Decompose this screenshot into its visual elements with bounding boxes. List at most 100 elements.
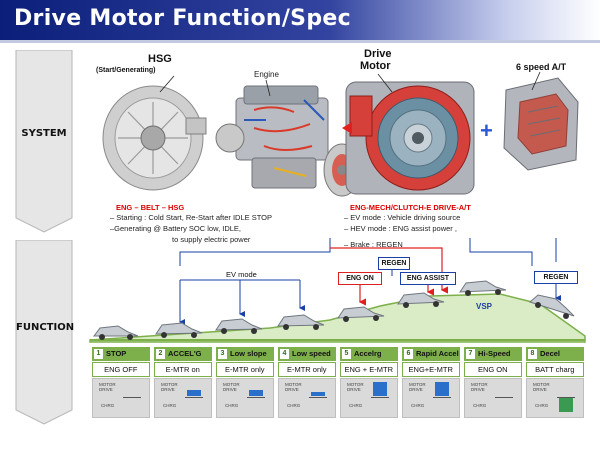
stage-number: 6 xyxy=(404,349,413,359)
stage-number: 3 xyxy=(218,349,227,359)
vsp-label: VSP xyxy=(476,302,493,311)
right-note-1: – EV mode : Vehicle driving source xyxy=(344,213,461,222)
car-stage-5 xyxy=(337,306,385,322)
gauge-zero-line xyxy=(123,397,141,398)
gauge-motor-drive-label: MOTOR DRIVE xyxy=(533,382,550,392)
car-stage-6 xyxy=(397,292,445,308)
gauge-charge-bar xyxy=(559,398,573,412)
car-stage-2 xyxy=(155,322,203,338)
hsg-illustration xyxy=(102,85,207,191)
gauge-chrg-label: CHRG xyxy=(535,403,549,408)
stage-name: Rapid Accel xyxy=(416,349,459,358)
stage-name: ACCEL'G xyxy=(168,349,202,358)
right-note-3: – Brake : REGEN xyxy=(344,240,403,249)
car-stage-4 xyxy=(277,314,325,330)
stage-4-gauge: MOTOR DRIVE CHRG xyxy=(278,378,336,418)
gauge-motor-drive-label: MOTOR DRIVE xyxy=(285,382,302,392)
stage-number: 4 xyxy=(280,349,289,359)
gauge-zero-line xyxy=(495,397,513,398)
gauge-zero-line xyxy=(433,397,451,398)
transmission-label: 6 speed A/T xyxy=(516,62,567,72)
stage-name: Decel xyxy=(540,349,561,358)
left-note-2: –Generating @ Battery SOC low, IDLE, xyxy=(110,224,242,233)
stage-7-mode: ENG ON xyxy=(464,362,522,377)
gauge-chrg-label: CHRG xyxy=(473,403,487,408)
stage-8-mode: BATT charg xyxy=(526,362,584,377)
transmission-illustration xyxy=(503,77,579,171)
gauge-motor-drive-label: MOTOR DRIVE xyxy=(99,382,116,392)
gauge-drive-bar xyxy=(249,390,263,396)
title-bar: Drive Motor Function/Spec xyxy=(0,0,600,40)
gauge-chrg-label: CHRG xyxy=(287,403,301,408)
stage-2-gauge: MOTOR DRIVE CHRG xyxy=(154,378,212,418)
car-stage-1 xyxy=(93,325,139,340)
title-underline xyxy=(0,40,600,43)
hsg-title: HSG xyxy=(148,53,172,65)
system-banner xyxy=(15,50,73,233)
gauge-chrg-label: CHRG xyxy=(163,403,177,408)
gauge-zero-line xyxy=(309,397,327,398)
drive-motor-illustration xyxy=(342,81,475,195)
stage-name: Low speed xyxy=(292,349,331,358)
right-heading: ENG-MECH/CLUTCH-E DRIVE-A/T xyxy=(350,203,471,212)
drive-motor-label-1: Drive xyxy=(364,48,392,60)
stage-number: 1 xyxy=(94,349,103,359)
gauge-motor-drive-label: MOTOR DRIVE xyxy=(161,382,178,392)
stage-name: Hi-Speed xyxy=(478,349,511,358)
stage-7-gauge: MOTOR DRIVE CHRG xyxy=(464,378,522,418)
right-note-2: – HEV mode : ENG assist power , xyxy=(344,224,457,233)
engine-label: Engine xyxy=(254,70,279,79)
page-title: Drive Motor Function/Spec xyxy=(14,6,351,31)
stage-6-mode: ENG+E-MTR xyxy=(402,362,460,377)
stage-name: Low slope xyxy=(230,349,267,358)
stage-number: 7 xyxy=(466,349,475,359)
stage-5-mode: ENG + E-MTR xyxy=(340,362,398,377)
gauge-motor-drive-label: MOTOR DRIVE xyxy=(409,382,426,392)
gauge-motor-drive-label: MOTOR DRIVE xyxy=(471,382,488,392)
stage-6-gauge: MOTOR DRIVE CHRG xyxy=(402,378,460,418)
ev-mode-label: EV mode xyxy=(226,270,257,279)
gauge-motor-drive-label: MOTOR DRIVE xyxy=(347,382,364,392)
stage-name: Accelrg xyxy=(354,349,382,358)
left-note-1: – Starting : Cold Start, Re-Start after … xyxy=(110,213,273,222)
left-note-3: to supply electric power xyxy=(172,235,251,244)
gauge-drive-bar xyxy=(311,392,325,396)
stage-number: 2 xyxy=(156,349,165,359)
function-banner xyxy=(15,240,73,425)
eng-on-box: ENG ON xyxy=(338,272,382,285)
stage-8-gauge: MOTOR DRIVE CHRG xyxy=(526,378,584,418)
gauge-zero-line xyxy=(247,397,265,398)
stage-4-mode: E-MTR only xyxy=(278,362,336,377)
gauge-drive-bar xyxy=(435,382,449,396)
stage-name: STOP xyxy=(106,349,127,358)
stage-number: 8 xyxy=(528,349,537,359)
car-stage-3 xyxy=(215,318,263,334)
stage-3-mode: E-MTR only xyxy=(216,362,274,377)
gauge-chrg-label: CHRG xyxy=(349,403,363,408)
gauge-drive-bar xyxy=(373,382,387,396)
regen-right-box: REGEN xyxy=(534,271,578,284)
hsg-subtitle: (Start/Generating) xyxy=(96,67,156,74)
gauge-zero-line xyxy=(371,397,389,398)
gauge-zero-line xyxy=(557,397,575,398)
left-heading: ENG – BELT – HSG xyxy=(116,203,185,212)
gauge-drive-bar xyxy=(187,390,201,396)
drive-motor-label-2: Motor xyxy=(360,60,391,72)
function-label: FUNCTION xyxy=(16,322,75,333)
stage-1-mode: ENG OFF xyxy=(92,362,150,377)
gauge-motor-drive-label: MOTOR DRIVE xyxy=(223,382,240,392)
stage-number: 5 xyxy=(342,349,351,359)
car-stage-7 xyxy=(459,280,507,296)
gauge-chrg-label: CHRG xyxy=(411,403,425,408)
stage-5-gauge: MOTOR DRIVE CHRG xyxy=(340,378,398,418)
